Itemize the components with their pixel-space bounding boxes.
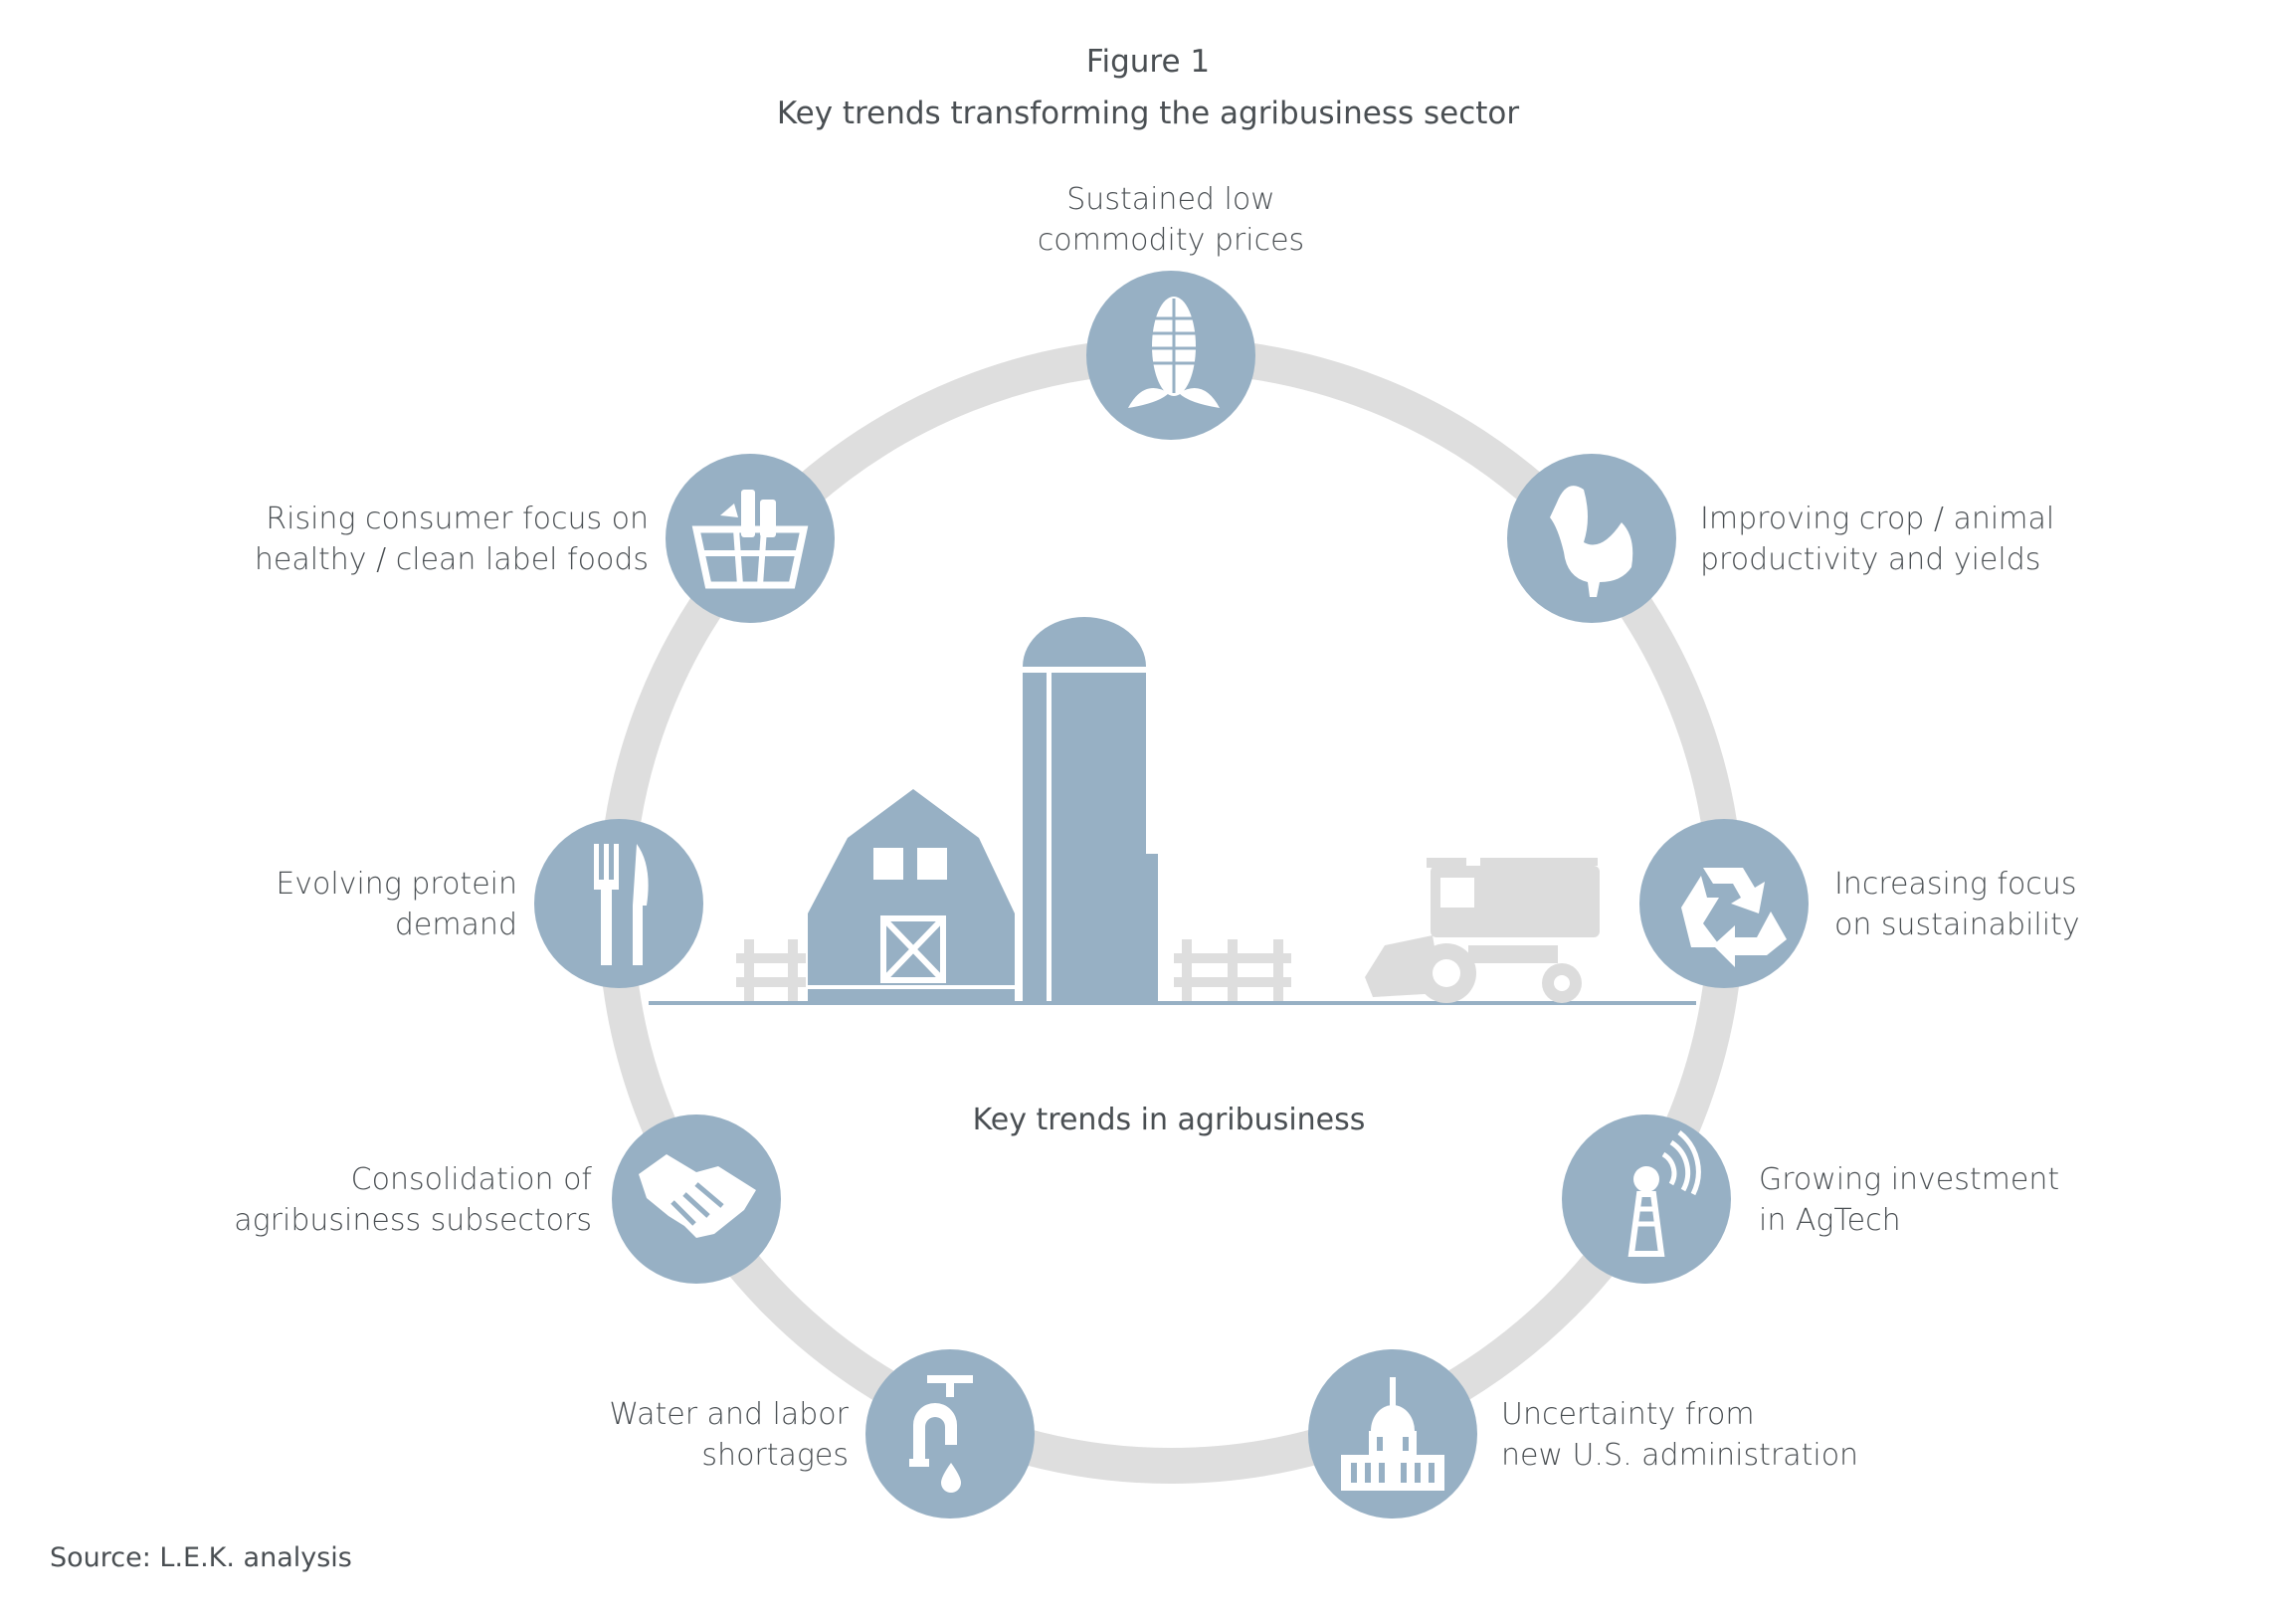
barn (808, 789, 1015, 1001)
handshake-icon (612, 1114, 781, 1284)
recycle-icon (1639, 819, 1809, 988)
water-faucet-icon (865, 1349, 1035, 1519)
silo (1023, 617, 1158, 1001)
figure-title: Key trends transforming the agribusiness… (776, 96, 1520, 131)
antenna-tower-icon (1562, 1114, 1731, 1284)
fork-knife-icon (534, 819, 703, 988)
rooster-icon (1507, 454, 1676, 623)
source-note: Source: L.E.K. analysis (50, 1542, 352, 1573)
fence-right (1174, 939, 1291, 1001)
corn-icon (1086, 271, 1255, 440)
figure-label: Figure 1 (1085, 44, 1211, 80)
center-label: Key trends in agribusiness (972, 1103, 1366, 1137)
capitol-building-icon (1308, 1349, 1477, 1519)
grocery-basket-icon (666, 454, 835, 623)
harvester (1365, 858, 1600, 1003)
fence-left (736, 939, 806, 1001)
